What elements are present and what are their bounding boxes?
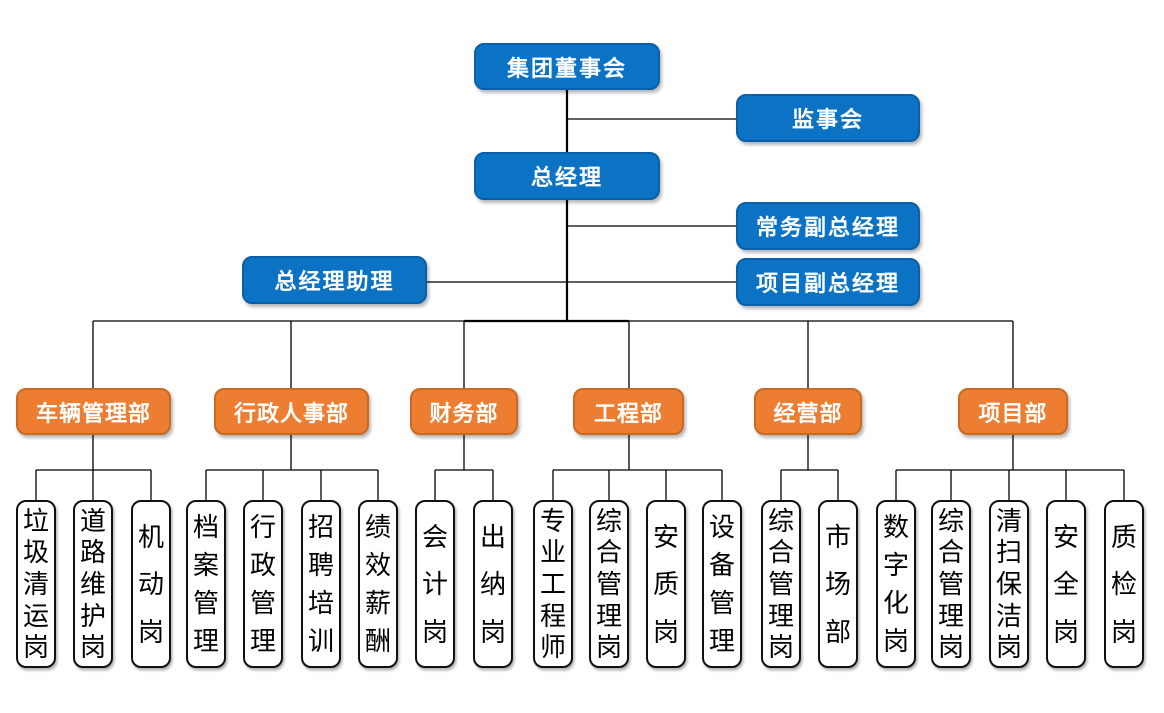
node-pos-professional-engineer: 专业工程师 xyxy=(533,500,573,668)
node-pos-equipment-management: 设备管理 xyxy=(702,500,742,668)
node-pos-admin-management: 行政管理 xyxy=(243,500,283,668)
node-pos-mobile: 机动岗 xyxy=(131,500,171,668)
node-pos-archives: 档案管理 xyxy=(186,500,226,668)
node-pos-cashier: 出纳岗 xyxy=(473,500,513,668)
node-dept-finance: 财务部 xyxy=(410,388,518,435)
node-pos-garbage-removal: 垃圾清运岗 xyxy=(16,500,56,668)
node-pos-market: 市场部 xyxy=(818,500,858,668)
position-label: 质检岗 xyxy=(1110,521,1137,647)
position-label: 专业工程师 xyxy=(539,505,566,663)
node-dept-engineering: 工程部 xyxy=(573,388,684,435)
node-pos-safety-quality: 安质岗 xyxy=(646,500,686,668)
node-pos-safety: 安全岗 xyxy=(1046,500,1086,668)
node-dept-vehicle-management: 车辆管理部 xyxy=(16,388,171,435)
node-gm-assistant: 总经理助理 xyxy=(242,256,427,304)
node-project-deputy-gm: 项目副总经理 xyxy=(736,258,920,306)
position-label: 综合管理岗 xyxy=(767,505,794,663)
position-label: 设备管理 xyxy=(708,512,735,656)
node-dept-operations: 经营部 xyxy=(754,388,862,435)
position-label: 档案管理 xyxy=(192,512,219,656)
node-executive-deputy-gm: 常务副总经理 xyxy=(736,202,920,250)
position-label: 绩效薪酬 xyxy=(364,512,391,656)
node-pos-accounting: 会计岗 xyxy=(415,500,455,668)
position-label: 机动岗 xyxy=(137,521,164,647)
node-pos-digitalization: 数字化岗 xyxy=(876,500,916,668)
node-board: 集团董事会 xyxy=(474,43,660,90)
position-label: 数字化岗 xyxy=(882,512,909,656)
node-pos-sweeping-cleaning: 清扫保洁岗 xyxy=(989,500,1029,668)
node-supervisory-board: 监事会 xyxy=(736,94,920,142)
position-label: 垃圾清运岗 xyxy=(22,505,49,663)
position-label: 行政管理 xyxy=(249,512,276,656)
node-pos-performance-pay: 绩效薪酬 xyxy=(358,500,398,668)
position-label: 安全岗 xyxy=(1052,521,1079,647)
node-pos-road-maintenance: 道路维护岗 xyxy=(73,500,113,668)
position-label: 综合管理岗 xyxy=(937,505,964,663)
node-pos-recruit-training: 招聘培训 xyxy=(301,500,341,668)
position-label: 综合管理岗 xyxy=(595,505,622,663)
node-dept-project: 项目部 xyxy=(958,388,1068,435)
position-label: 市场部 xyxy=(824,521,851,647)
position-label: 招聘培训 xyxy=(307,512,334,656)
node-pos-quality-inspection: 质检岗 xyxy=(1104,500,1144,668)
node-general-manager: 总经理 xyxy=(474,152,660,200)
position-label: 出纳岗 xyxy=(479,521,506,647)
connector-group xyxy=(35,90,1125,500)
position-label: 安质岗 xyxy=(652,521,679,647)
position-label: 道路维护岗 xyxy=(79,505,106,663)
node-pos-general-management-ops: 综合管理岗 xyxy=(761,500,801,668)
position-label: 会计岗 xyxy=(421,521,448,647)
node-pos-general-management-eng: 综合管理岗 xyxy=(589,500,629,668)
node-pos-general-management-proj: 综合管理岗 xyxy=(931,500,971,668)
position-label: 清扫保洁岗 xyxy=(995,505,1022,663)
node-dept-admin-hr: 行政人事部 xyxy=(214,388,369,435)
